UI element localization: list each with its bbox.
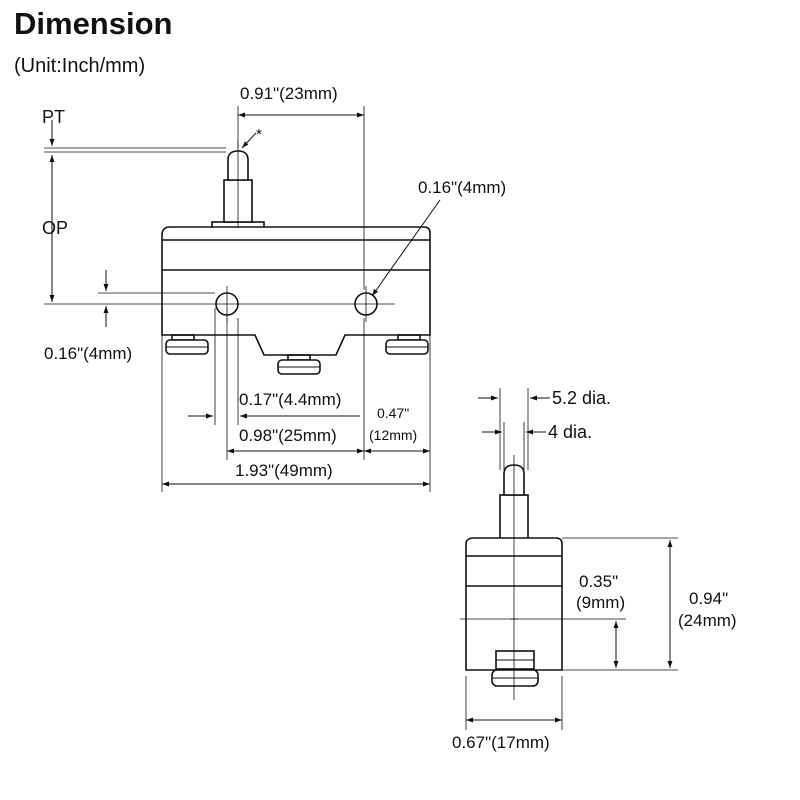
front-view: PT OP 0.91"(23mm) * 0.16"(4mm) 0.16"(4mm… — [42, 84, 506, 492]
unit-note: (Unit:Inch/mm) — [14, 55, 146, 77]
side-view: 5.2 dia. 4 dia. 0.35" (9mm) 0.94" (24mm)… — [452, 388, 737, 752]
page-title: Dimension — [14, 6, 173, 41]
switch-housing — [161, 226, 431, 356]
dim-right-mm-label: (12mm) — [369, 427, 417, 443]
dim-hole-spacing-small-label: 0.17"(4.4mm) — [239, 390, 341, 409]
op-label: OP — [42, 218, 68, 238]
dim-hole-left-label: 0.16"(4mm) — [44, 344, 132, 363]
dim-mount-mm-label: (9mm) — [576, 593, 625, 612]
asterisk-leader — [241, 132, 257, 149]
asterisk-label: * — [256, 126, 262, 143]
dim-mount-inch-label: 0.35" — [579, 572, 618, 591]
terminal-right — [385, 334, 429, 355]
terminal-bottom — [277, 354, 321, 375]
dim-right-inch-label: 0.47" — [377, 405, 409, 421]
side-terminal — [491, 650, 539, 687]
dim-hole-right-label: 0.16"(4mm) — [418, 178, 506, 197]
dim-height-inch-label: 0.94" — [689, 589, 728, 608]
dim-side-width-label: 0.67"(17mm) — [452, 733, 550, 752]
dim-height-mm-label: (24mm) — [678, 611, 737, 630]
dim-plunger-outer-label: 5.2 dia. — [552, 388, 611, 408]
dim-plunger-inner-label: 4 dia. — [548, 422, 592, 442]
dim-hole-spacing-label: 0.98"(25mm) — [239, 426, 337, 445]
pt-label: PT — [42, 107, 65, 127]
dim-total-width-label: 1.93"(49mm) — [235, 461, 333, 480]
dim-top-width-label: 0.91"(23mm) — [240, 84, 338, 103]
terminal-left — [165, 334, 209, 355]
hole-dia-leader — [371, 199, 441, 297]
